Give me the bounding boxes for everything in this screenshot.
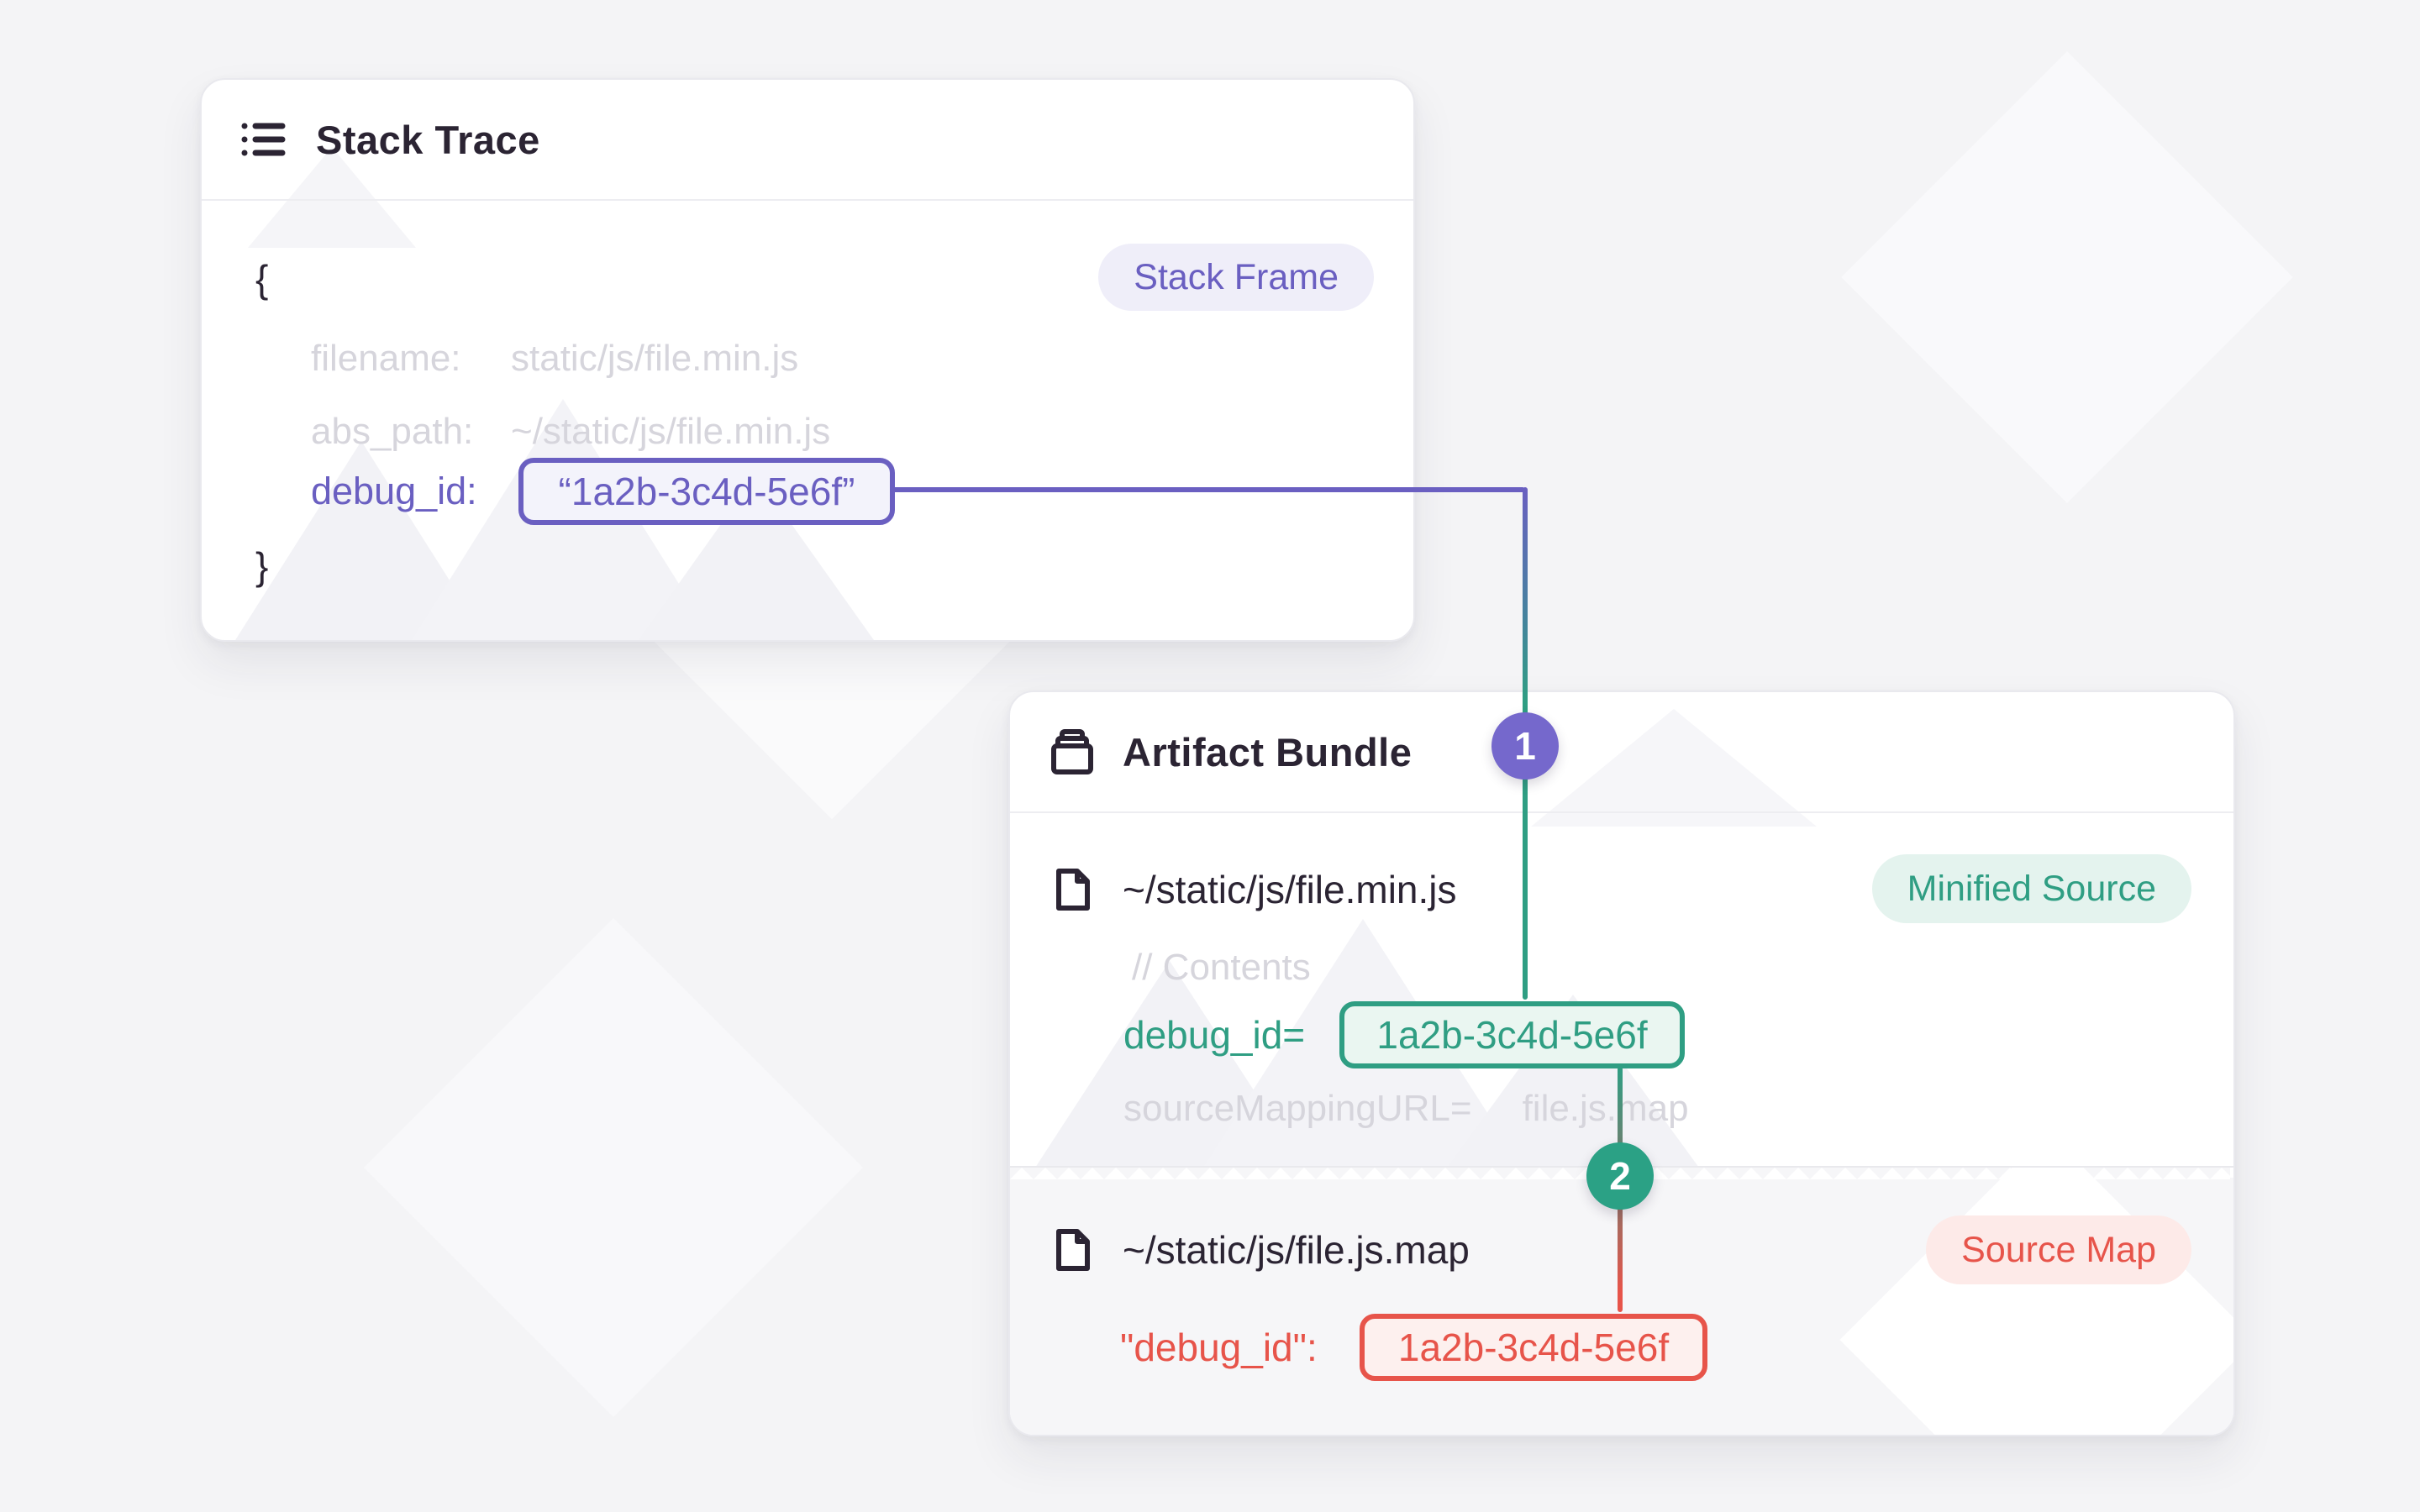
source-mapping-url-value: file.js.map [1522,1088,1689,1129]
stack-frame-badge: Stack Frame [1098,244,1374,311]
code-line-filename: filename: static/js/file.min.js [311,335,798,382]
code-line-source-mapping-url: sourceMappingURL= file.js.map [1123,1085,1689,1132]
bundle-debug-id-value-box: 1a2b-3c4d-5e6f [1339,1001,1685,1068]
filename-label: filename: [311,338,461,379]
code-line-bundle-debug-id: debug_id= 1a2b-3c4d-5e6f [1123,1001,1685,1068]
file-icon [1054,1226,1092,1273]
background-diamond [1841,51,2293,503]
code-line-abs-path: abs_path: ~/static/js/file.min.js [311,408,830,455]
artifact-bundle-header: Artifact Bundle [1010,692,2233,813]
file-row-minified: ~/static/js/file.min.js [1054,863,1457,916]
source-mapping-url-label: sourceMappingURL= [1123,1088,1472,1129]
artifact-bundle-title: Artifact Bundle [1123,729,1413,774]
code-line-debug-id: debug_id: “1a2b-3c4d-5e6f” [311,458,895,525]
map-debug-id-label: "debug_id": [1120,1326,1318,1369]
bundle-debug-id-label: debug_id= [1123,1013,1306,1057]
filename-value: static/js/file.min.js [511,338,799,379]
minified-file-path: ~/static/js/file.min.js [1123,868,1457,911]
file-icon [1054,866,1092,913]
open-brace: { [255,257,269,301]
debug-id-label: debug_id: [311,470,477,512]
abs-path-value: ~/static/js/file.min.js [511,411,831,452]
stack-trace-card: Stack Trace { Stack Frame filename: stat… [200,78,1415,642]
connector-horizontal-purple [890,487,1525,492]
source-map-badge: Source Map [1926,1215,2191,1284]
source-map-file-path: ~/static/js/file.js.map [1123,1228,1470,1272]
map-debug-id-value-box: 1a2b-3c4d-5e6f [1360,1314,1707,1381]
artifact-bundle-card: Artifact Bundle ~/static/js/file.min.js … [1008,690,2235,1436]
list-icon [240,119,287,160]
stack-trace-header: Stack Trace [202,80,1413,201]
close-brace: } [255,544,269,588]
minified-source-badge: Minified Source [1871,854,2191,923]
code-line-comment: // Contents [1132,947,1311,988]
step-1-circle: 1 [1491,712,1559,780]
debug-id-value-box: “1a2b-3c4d-5e6f” [518,458,895,525]
background-diamond [364,918,863,1417]
archive-stack-icon [1050,728,1094,775]
stack-trace-title: Stack Trace [316,117,540,162]
file-row-source-map: ~/static/js/file.js.map [1054,1223,1470,1277]
abs-path-label: abs_path: [311,411,474,452]
step-2-circle: 2 [1586,1142,1654,1210]
code-line-map-debug-id: "debug_id": 1a2b-3c4d-5e6f [1120,1314,1707,1381]
